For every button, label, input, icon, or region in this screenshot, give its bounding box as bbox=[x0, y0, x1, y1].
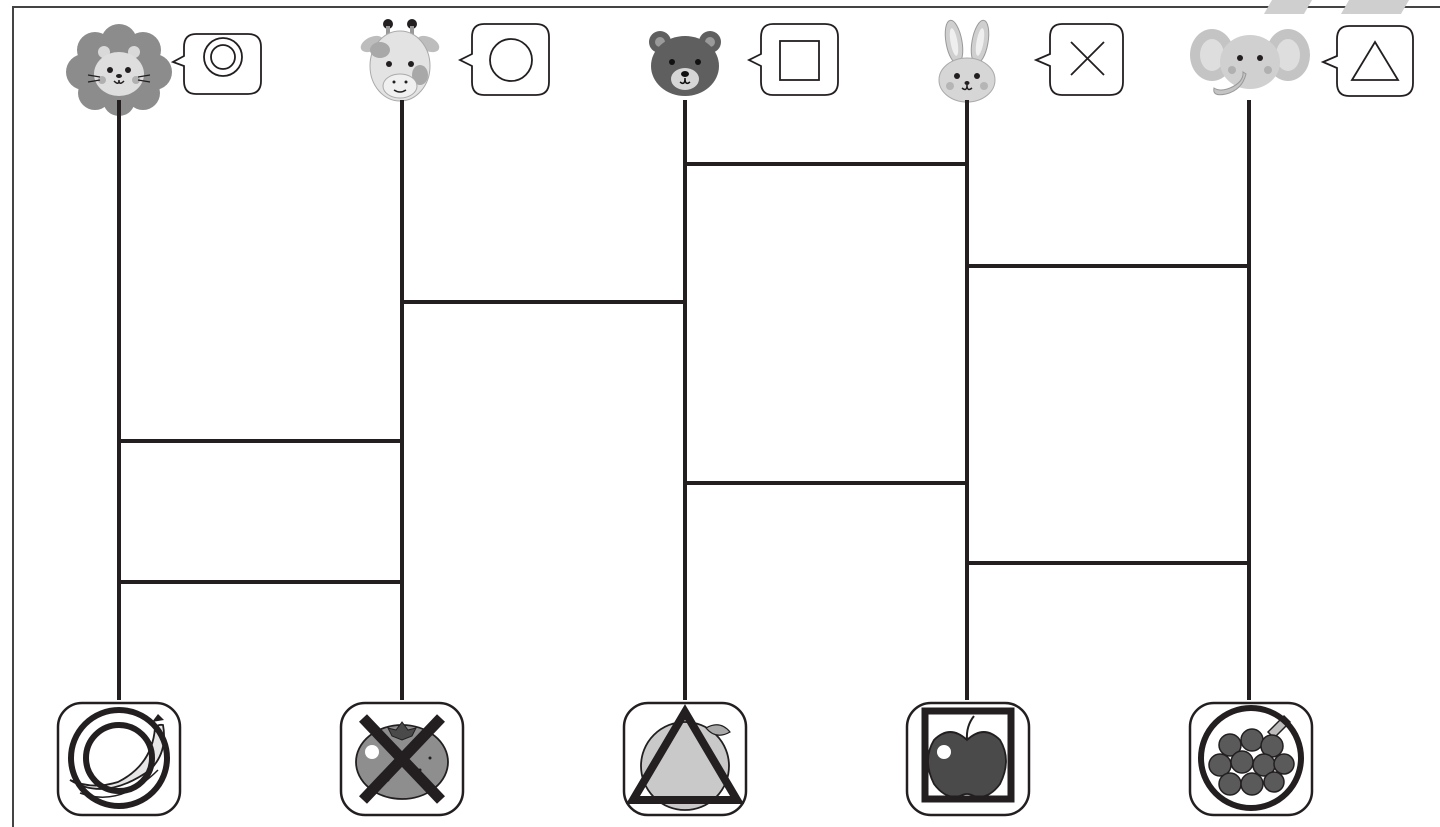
elephant-symbol-bubble bbox=[1323, 26, 1413, 96]
bear-face-icon bbox=[649, 31, 721, 96]
rabbit-symbol-bubble bbox=[1036, 24, 1123, 95]
fruit-box-apple bbox=[907, 703, 1029, 815]
fruit-box-banana bbox=[58, 703, 180, 815]
fruit-box-orange bbox=[624, 703, 746, 815]
fruit-box-grapes bbox=[1190, 703, 1312, 815]
bear-symbol-bubble bbox=[749, 24, 838, 95]
rabbit-face-icon bbox=[939, 19, 995, 102]
fruit-box-mandarin bbox=[341, 703, 463, 815]
elephant-face-icon bbox=[1190, 29, 1310, 95]
ladder-lines bbox=[119, 100, 1249, 700]
giraffe-symbol-bubble bbox=[460, 24, 549, 95]
giraffe-face-icon bbox=[358, 19, 442, 101]
lion-symbol-bubble bbox=[173, 34, 261, 94]
